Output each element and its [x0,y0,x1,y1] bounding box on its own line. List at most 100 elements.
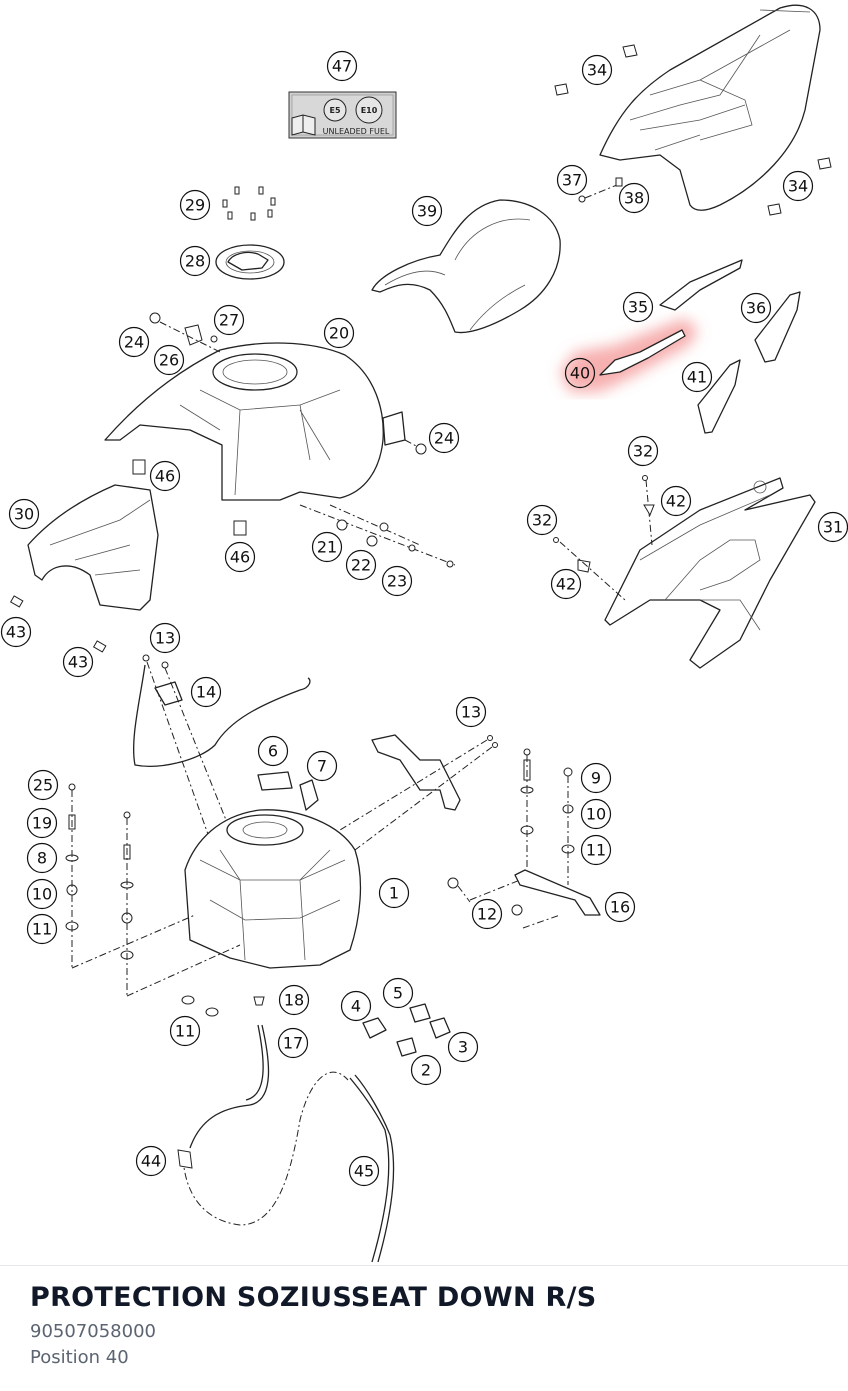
callout[interactable]: 34 [581,54,613,86]
sensor-pad [409,1003,431,1023]
callout-number: 19 [32,814,52,833]
callout[interactable]: 28 [179,245,211,277]
callout-circle [455,696,487,728]
callout[interactable]: 11 [580,834,612,866]
callout-circle [580,834,612,866]
callout-circle [62,646,94,678]
callout[interactable]: 43 [0,616,32,648]
callout[interactable]: 14 [190,676,222,708]
spacer [615,177,623,187]
callout[interactable]: 16 [604,891,636,923]
passenger-seat [599,4,821,211]
callout-number: 10 [586,805,606,824]
callout-circle [618,182,650,214]
callout-highlighted[interactable]: 40 [564,357,596,389]
callout[interactable]: 35 [622,291,654,323]
callout[interactable]: 46 [149,460,181,492]
callout[interactable]: 6 [257,735,289,767]
callout-number: 32 [633,442,653,461]
callout-circle [428,422,460,454]
callout[interactable]: 47 [326,50,358,82]
callout[interactable]: 34 [782,170,814,202]
callout-circle [135,1145,167,1177]
callout-number: 6 [268,742,278,761]
part-position: Position 40 [30,1347,129,1368]
callout[interactable]: 7 [306,750,338,782]
callout[interactable]: 36 [740,292,772,324]
callout[interactable]: 11 [169,1015,201,1047]
callout-circle [550,568,582,600]
callout[interactable]: 24 [118,326,150,358]
callout[interactable]: 26 [153,344,185,376]
callout[interactable]: 10 [580,798,612,830]
fuel-cap [215,244,285,280]
callout[interactable]: 42 [550,568,582,600]
callout[interactable]: 11 [26,913,58,945]
sensor-pad [396,1037,417,1057]
callout-circle [8,498,40,530]
callout[interactable]: 21 [311,531,343,563]
callout[interactable]: 37 [556,164,588,196]
callout-number: 42 [556,575,576,594]
callout-number: 24 [124,333,144,352]
callout[interactable]: 31 [817,511,848,543]
callout-number: 31 [823,518,843,537]
callout[interactable]: 9 [580,762,612,794]
callout[interactable]: 24 [428,422,460,454]
callout-number: 7 [317,757,327,776]
callout[interactable]: 17 [277,1027,309,1059]
callout[interactable]: 2 [410,1054,442,1086]
callout-number: 23 [387,572,407,591]
callout[interactable]: 32 [526,504,558,536]
callout[interactable]: 46 [224,541,256,573]
callout-number: 21 [317,538,337,557]
callout-circle [26,807,58,839]
callout[interactable]: 1 [378,877,410,909]
callout[interactable]: 38 [618,182,650,214]
callout-circle [447,1031,479,1063]
callout[interactable]: 45 [348,1155,380,1187]
callout-circle [378,877,410,909]
callout[interactable]: 39 [411,195,443,227]
callout-circle [257,735,289,767]
callout[interactable]: 29 [179,189,211,221]
callout[interactable]: 43 [62,646,94,678]
callout-circle [627,435,659,467]
callout[interactable]: 42 [660,485,692,517]
callout[interactable]: 8 [26,842,58,874]
callout[interactable]: 32 [627,435,659,467]
fuel-label-sticker: E5 E10 UNLEADED FUEL [288,91,397,139]
callout-circle [381,565,413,597]
callout[interactable]: 4 [340,990,372,1022]
callout-number: 9 [591,769,601,788]
callout[interactable]: 19 [26,807,58,839]
sensor-pad [362,1017,387,1039]
callout[interactable]: 25 [27,769,59,801]
callout[interactable]: 22 [345,549,377,581]
callout[interactable]: 20 [323,317,355,349]
callout[interactable]: 10 [26,878,58,910]
callout[interactable]: 3 [447,1031,479,1063]
callout[interactable]: 30 [8,498,40,530]
callout-circle [345,549,377,581]
callout[interactable]: 13 [455,696,487,728]
fuel-label-e10: E10 [361,106,378,115]
callout-number: 41 [687,368,707,387]
callout[interactable]: 18 [278,984,310,1016]
rider-seat [371,199,561,334]
seat-clip [622,44,638,58]
callout[interactable]: 23 [381,565,413,597]
callout[interactable]: 5 [382,977,414,1009]
bracket [154,681,183,706]
protection-36 [754,291,801,363]
callout-circle [740,292,772,324]
callout-number: 43 [6,623,26,642]
callout[interactable]: 27 [213,304,245,336]
screw-set [222,186,276,221]
callout-circle [306,750,338,782]
callout[interactable]: 44 [135,1145,167,1177]
callout[interactable]: 13 [149,622,181,654]
callout[interactable]: 41 [681,361,713,393]
callout[interactable]: 12 [471,898,503,930]
